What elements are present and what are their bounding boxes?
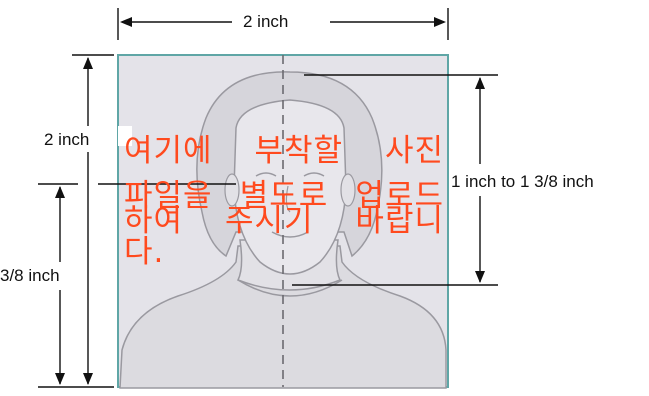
top-width-arrow-left — [120, 17, 132, 27]
silhouette-mouth — [271, 231, 309, 238]
left-height-arrow-top — [83, 57, 93, 69]
top-width-arrow-right — [434, 17, 446, 27]
head-height-label: 1 inch to 1 3/8 inch — [451, 172, 594, 192]
upload-notice-line: 여기에 부착할 사진 — [124, 133, 444, 169]
eye-height-label: 3/8 inch — [0, 266, 60, 286]
upload-notice-line: 파일을 별도로 업로드 — [124, 178, 444, 214]
eye-height-arrow-top — [55, 186, 65, 198]
silhouette-nose — [285, 185, 291, 213]
upload-notice: 여기에 부착할 사진 파일을 별도로 업로드 하여 주시기 바랍니 다. — [124, 136, 444, 268]
silhouette-ear-left — [224, 173, 240, 207]
head-height-arrow-bottom — [475, 271, 485, 283]
top-width-label: 2 inch — [243, 12, 289, 32]
left-height-arrow-bottom — [83, 373, 93, 385]
left-height-label: 2 inch — [44, 130, 90, 150]
head-height-arrow-top — [475, 77, 485, 89]
silhouette-collar — [237, 279, 343, 297]
silhouette-eyes — [255, 172, 325, 177]
label-backdrop — [118, 126, 132, 146]
silhouette-ear-right — [340, 173, 356, 207]
silhouette-face — [233, 99, 347, 275]
eye-height-arrow-bottom — [55, 373, 65, 385]
upload-notice-line: 하여 주시기 바랍니 — [124, 203, 444, 239]
upload-notice-line: 다. — [124, 234, 165, 270]
